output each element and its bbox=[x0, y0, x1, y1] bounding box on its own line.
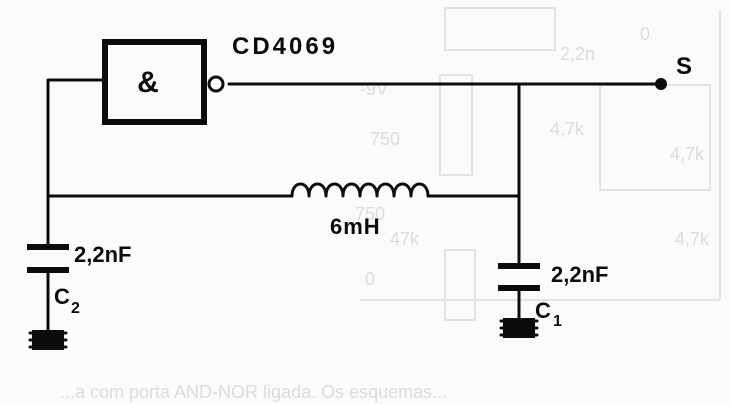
output-label: S bbox=[676, 53, 692, 80]
inverter-bubble bbox=[207, 75, 225, 93]
left-input-wire bbox=[46, 78, 106, 248]
gate-body bbox=[102, 39, 207, 125]
c2-ref-subscript: 2 bbox=[71, 300, 80, 317]
capacitor-c2: 2,2nF C 2 bbox=[27, 242, 131, 332]
c1-ref-letter: C bbox=[535, 298, 551, 323]
not-gate: & CD4069 bbox=[102, 33, 338, 125]
output-terminal: S bbox=[655, 53, 692, 90]
bleed-resistor bbox=[444, 249, 476, 321]
bleed-label: 47k bbox=[390, 229, 420, 249]
bleed-label: 4,7k bbox=[675, 229, 710, 249]
output-terminal-dot bbox=[655, 78, 667, 90]
inductor: 6mH bbox=[290, 182, 430, 239]
ground-symbol-c1 bbox=[499, 318, 539, 338]
bleed-label: 0 bbox=[640, 24, 650, 44]
bleed-label: 2,2n bbox=[560, 44, 595, 64]
c1-ref-subscript: 1 bbox=[553, 313, 562, 330]
c1-value: 2,2nF bbox=[551, 262, 608, 287]
bleed-box bbox=[599, 84, 711, 191]
capacitor-c1: 2,2nF C 1 bbox=[498, 262, 608, 330]
gate-symbol: & bbox=[137, 66, 159, 99]
c2-value: 2,2nF bbox=[74, 242, 131, 267]
gate-part-number: CD4069 bbox=[232, 33, 338, 60]
bleed-label: -9V bbox=[360, 79, 388, 99]
bleed-label: 4,7k bbox=[670, 144, 705, 164]
bleed-label: 750 bbox=[370, 129, 400, 149]
ground-symbol-c2 bbox=[28, 330, 68, 350]
bleed-label: 4,7k bbox=[550, 119, 585, 139]
bleed-label: 0 bbox=[365, 269, 375, 289]
inductor-value: 6mH bbox=[330, 214, 381, 239]
bleed-caption: ...a com porta AND-NOR ligada. Os esquem… bbox=[60, 382, 447, 402]
inductor-coil bbox=[290, 182, 430, 198]
c2-ref-letter: C bbox=[54, 284, 70, 309]
wiring bbox=[46, 78, 661, 266]
bleed-resistor bbox=[439, 74, 473, 176]
bleed-box bbox=[444, 7, 556, 51]
bleed-label: 750 bbox=[355, 204, 385, 224]
